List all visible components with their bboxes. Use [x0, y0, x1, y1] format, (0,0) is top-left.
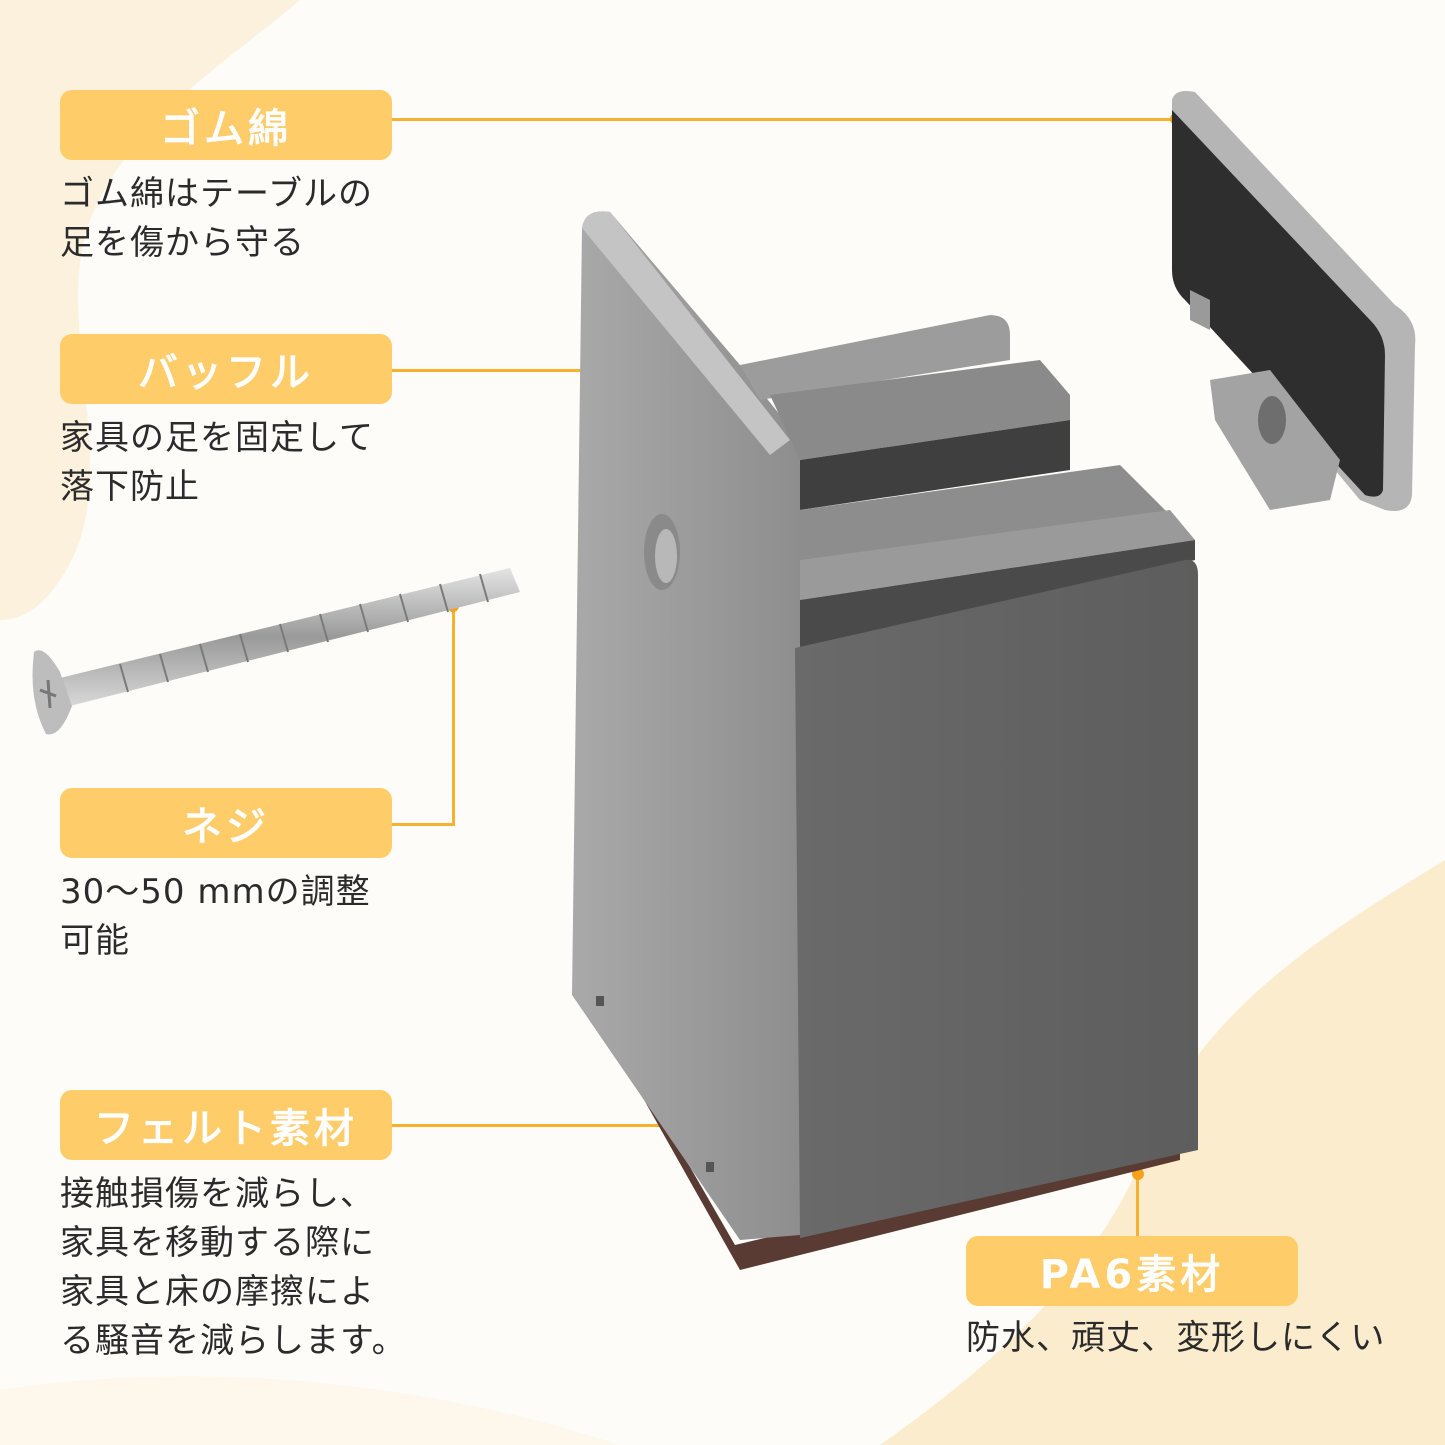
desc-screw-line-2: 可能: [60, 921, 130, 961]
desc-baffle: 家具の足を固定して 落下防止: [60, 414, 420, 512]
connector-screw-v: [452, 606, 455, 826]
top-rail-mid: [770, 360, 1070, 460]
top-rail-groove-2: [800, 540, 1195, 650]
desc-felt: 接触損傷を減らし、 家具を移動する際に 家具と床の摩擦によ る騒音を減らします。: [60, 1170, 420, 1366]
desc-pa6: 防水、頑丈、変形しにくい: [966, 1314, 1406, 1363]
clip-hole: [1258, 396, 1286, 444]
tag-screw: ネジ: [60, 788, 392, 858]
connector-pa6: [1136, 1174, 1139, 1238]
top-rail-back: [740, 315, 1010, 400]
desc-screw: 30〜50 mmの調整 可能: [60, 868, 420, 966]
desc-felt-line-3: 家具と床の摩擦によ: [60, 1272, 375, 1312]
desc-felt-line-2: 家具を移動する際に: [60, 1223, 375, 1263]
rubber-pad-clip: [1172, 91, 1416, 511]
connector-screw-h: [392, 823, 454, 826]
top-rail-groove: [800, 420, 1070, 510]
desc-felt-line-4: る騒音を減らします。: [60, 1321, 407, 1361]
desc-felt-line-1: 接触損傷を減らし、: [60, 1174, 375, 1214]
desc-screw-line-1: 30〜50 mmの調整: [60, 872, 371, 912]
screw-hole-inner: [655, 529, 677, 583]
clip-rubber: [1172, 110, 1385, 497]
screw-thread: [119, 573, 489, 693]
front-face: [795, 559, 1198, 1238]
screw-shaft: [60, 568, 520, 706]
clip-tab: [1190, 290, 1210, 330]
bottom-left-blob: [0, 1376, 620, 1445]
notch-right: [706, 1162, 714, 1172]
countersunk-screw: [32, 568, 520, 735]
screw-head: [32, 650, 72, 735]
baffle-side-panel: [572, 211, 800, 1240]
desc-baffle-line-2: 落下防止: [60, 467, 200, 507]
tag-rubber: ゴム綿: [60, 90, 392, 160]
notch-left: [596, 996, 604, 1006]
desc-baffle-line-1: 家具の足を固定して: [60, 418, 374, 458]
connector-baffle: [392, 369, 598, 372]
desc-rubber-line-2: 足を傷から守る: [60, 223, 305, 263]
tag-baffle: バッフル: [60, 334, 392, 404]
desc-rubber: ゴム綿はテーブルの 足を傷から守る: [60, 170, 420, 268]
baffle-top-edge: [582, 211, 790, 455]
connector-felt: [392, 1124, 706, 1127]
desc-pa6-line-1: 防水、頑丈、変形しにくい: [966, 1318, 1386, 1358]
connector-rubber: [392, 118, 1176, 121]
desc-rubber-line-1: ゴム綿はテーブルの: [60, 174, 373, 214]
top-rail-front-top: [800, 510, 1195, 600]
screw-head-slot: [39, 679, 57, 709]
tag-felt: フェルト素材: [60, 1090, 392, 1160]
tag-pa6: PA6素材: [966, 1236, 1298, 1306]
